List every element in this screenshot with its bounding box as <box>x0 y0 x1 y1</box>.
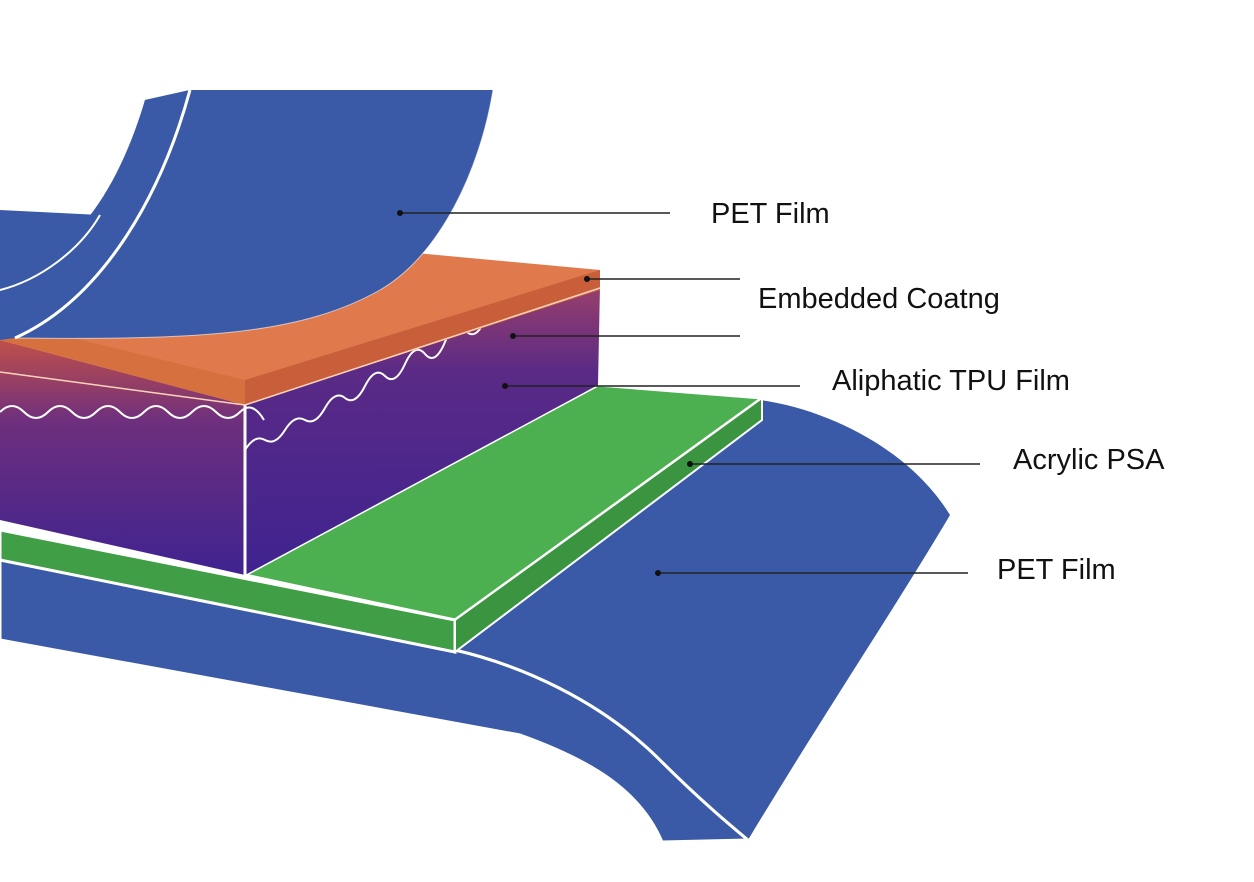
embedded-coating-lower-line <box>244 287 601 406</box>
label-embedded-coating: Embedded Coatng <box>758 283 1000 315</box>
bottom-pet-film-edge-line <box>454 648 749 842</box>
label-pet-film-top: PET Film <box>711 198 830 230</box>
embedded-coating-front-edge <box>0 320 245 405</box>
leader-pet-film-top <box>397 210 670 216</box>
top-pet-film-left-edge <box>0 214 101 291</box>
top-pet-film-underside-edge <box>14 89 494 339</box>
leader-embedded-coating-2 <box>510 333 740 339</box>
tpu-film-front-face <box>0 340 245 575</box>
top-pet-film-inner-edge <box>14 89 192 340</box>
leader-aliphatic-tpu-film <box>502 383 800 389</box>
tpu-film-side-face <box>245 285 600 575</box>
bottom-pet-film-right-shape <box>455 400 950 840</box>
leader-pet-film-bottom <box>655 570 968 576</box>
leader-acrylic-psa <box>687 461 980 467</box>
label-acrylic-psa: Acrylic PSA <box>1013 444 1165 476</box>
top-pet-film-curl-shape <box>0 90 190 340</box>
label-aliphatic-tpu-film: Aliphatic TPU Film <box>832 365 1070 397</box>
top-pet-film-back-shape <box>0 210 100 290</box>
leader-embedded-coating <box>584 276 740 282</box>
embedded-coating-front-line <box>0 371 246 406</box>
label-pet-film-bottom: PET Film <box>997 554 1116 586</box>
embedded-coating-side-edge <box>245 270 600 405</box>
acrylic-psa-right-edge <box>454 396 763 655</box>
